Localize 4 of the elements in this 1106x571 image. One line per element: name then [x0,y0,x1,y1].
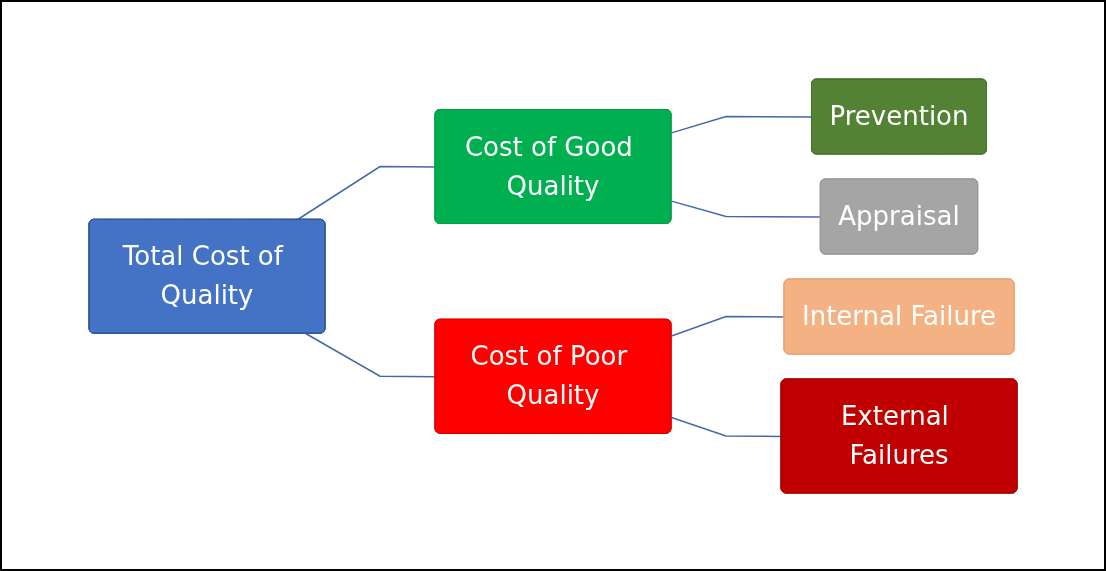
connector [670,115,813,134]
connector [305,332,437,377]
connector [670,199,822,218]
connector [670,416,783,437]
